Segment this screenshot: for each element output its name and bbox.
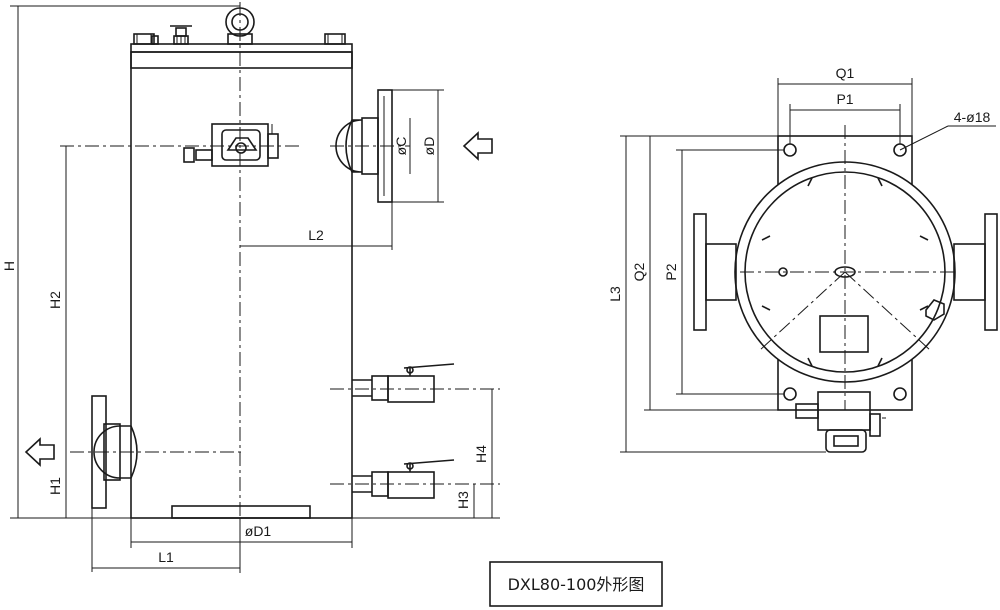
dim-p2-label: P2: [663, 263, 679, 280]
filter-body: [130, 51, 353, 519]
mount-hole: [893, 387, 907, 401]
dim-h: H: [1, 5, 240, 518]
dim-p1: P1: [789, 91, 901, 144]
dim-l3: L3: [607, 135, 826, 453]
drain-valve-upper: [330, 363, 500, 403]
dim-h1-label: H1: [47, 477, 63, 495]
dim-p2: P2: [663, 149, 784, 395]
dim-p1-label: P1: [836, 91, 853, 107]
dim-q1-label: Q1: [836, 65, 855, 81]
top-cover: [130, 43, 353, 69]
dim-d1-label: øD1: [245, 523, 272, 539]
dim-h4-h3: H4 H3: [455, 389, 493, 518]
dim-d-label: øD: [421, 137, 437, 156]
dim-holes: 4-ø18: [899, 109, 996, 151]
drawing-title: DXL80-100外形图: [508, 575, 645, 594]
front-view: H H2 H1 L1 øD1 L2: [1, 2, 500, 575]
outlet-arrow-left: [24, 437, 55, 467]
drain-valve-lower: [330, 459, 500, 499]
dim-q2: Q2: [631, 136, 778, 411]
top-bolt-left: [133, 33, 159, 45]
dim-h2-label: H2: [47, 291, 63, 309]
inlet-arrow-left: [462, 131, 493, 161]
hex-plug: [925, 299, 945, 321]
inlet-nozzle: [330, 89, 410, 203]
outlet-nozzle: [70, 395, 245, 509]
top-right-nozzle: [953, 213, 998, 331]
dim-h3-label: H3: [455, 491, 471, 509]
top-bolt-right: [324, 33, 346, 45]
mount-hole: [783, 387, 797, 401]
dim-q1: Q1: [777, 65, 913, 136]
dim-c-label: øC: [393, 137, 409, 156]
title-block: DXL80-100外形图: [489, 561, 663, 607]
drain-window: [819, 315, 869, 353]
dim-d1: øD1: [130, 518, 353, 548]
dim-h1: H1: [47, 452, 67, 518]
dim-h4-label: H4: [473, 445, 489, 463]
pressure-gauge: [60, 123, 300, 167]
dim-l2-label: L2: [308, 227, 324, 243]
base-plate: [171, 505, 311, 519]
dim-q2-label: Q2: [631, 262, 647, 281]
dim-l2: L2: [240, 202, 393, 250]
dim-c-d: øC øD: [392, 89, 444, 203]
top-pressure-gauge: [795, 391, 886, 453]
dim-h2: H2: [47, 146, 67, 518]
mount-hole: [783, 143, 797, 157]
dim-holes-label: 4-ø18: [954, 109, 991, 125]
top-view: Q1 P1 L3 Q2 P2: [607, 65, 998, 453]
top-left-nozzle: [693, 213, 737, 331]
vent-valve: [170, 25, 192, 45]
bolt-ticks: [761, 177, 929, 367]
dim-l3-label: L3: [607, 286, 623, 302]
dim-l1: L1: [91, 508, 241, 572]
dim-l1-label: L1: [158, 549, 174, 565]
dim-h-label: H: [1, 261, 17, 271]
